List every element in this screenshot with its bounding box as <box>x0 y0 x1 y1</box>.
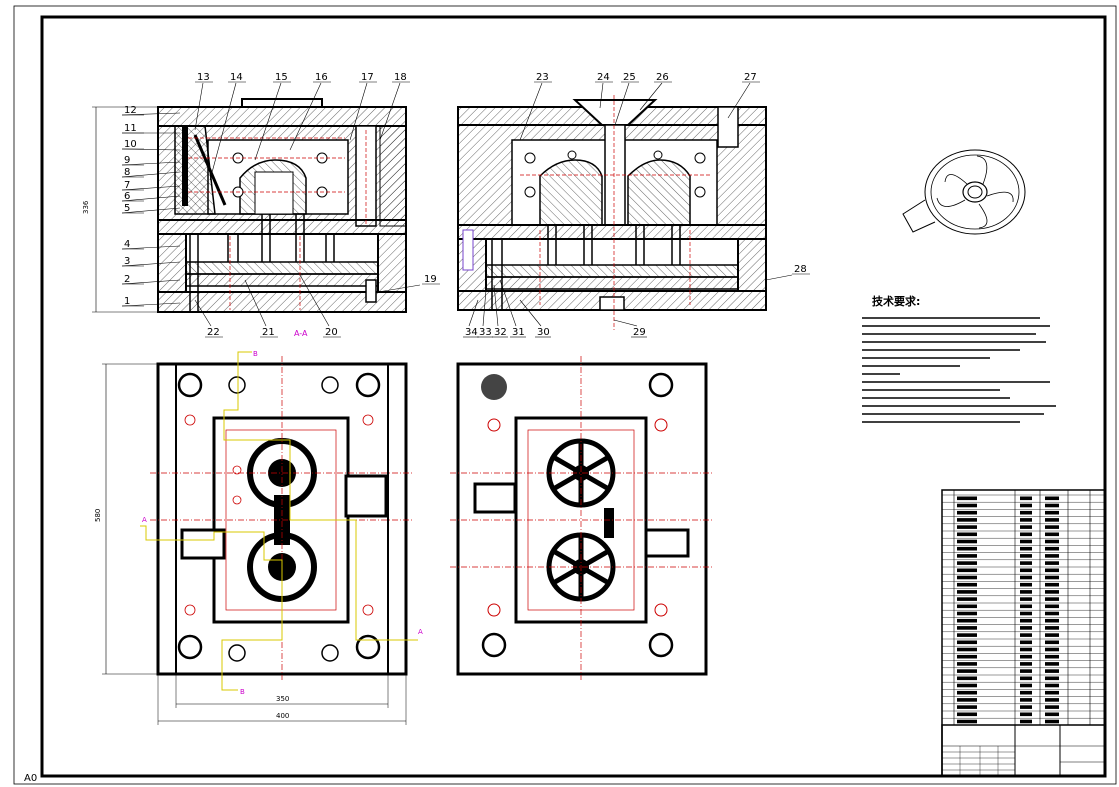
dim-inner-width: 350 <box>276 695 289 703</box>
requirements-title: 技术要求: <box>872 294 920 308</box>
part-label: 33 <box>479 327 492 338</box>
part-label: 24 <box>597 72 610 83</box>
part-label: 30 <box>537 327 550 338</box>
part-label: 27 <box>744 72 757 83</box>
part-label: 15 <box>275 72 288 83</box>
part-label: 3 <box>124 256 130 267</box>
part-label: 22 <box>207 327 220 338</box>
part-isometric <box>902 149 1026 235</box>
part-label: 11 <box>124 123 137 134</box>
part-label: 14 <box>230 72 243 83</box>
section-mark-aa: A-A <box>294 329 308 338</box>
outer-frame <box>13 5 1117 785</box>
title-block <box>941 489 1106 777</box>
part-label: 16 <box>315 72 328 83</box>
section-mark-a-left: A <box>142 516 147 524</box>
section-mark-b-top: B <box>253 350 258 358</box>
dim-plate-height: 580 <box>94 509 102 522</box>
part-label: 6 <box>124 191 130 202</box>
part-label: 10 <box>124 139 137 150</box>
part-label: 7 <box>124 180 130 191</box>
part-label: 12 <box>124 105 137 116</box>
part-label: 25 <box>623 72 636 83</box>
part-label: 26 <box>656 72 669 83</box>
part-label: 18 <box>394 72 407 83</box>
part-label: 20 <box>325 327 338 338</box>
gate-icon <box>481 374 507 400</box>
part-label: 8 <box>124 167 130 178</box>
part-label: 21 <box>262 327 275 338</box>
dim-outer-width: 400 <box>276 712 289 720</box>
section-view-right <box>457 95 767 330</box>
part-label: 1 <box>124 296 130 307</box>
part-label: 13 <box>197 72 210 83</box>
part-label: 28 <box>794 264 807 275</box>
part-label: 4 <box>124 239 130 250</box>
part-label: 19 <box>424 274 437 285</box>
part-label: 23 <box>536 72 549 83</box>
dim-height: 336 <box>82 200 90 214</box>
part-label: 32 <box>494 327 507 338</box>
part-label: 17 <box>361 72 374 83</box>
part-label: 34 <box>465 327 478 338</box>
section-mark-b-bottom: B <box>240 688 245 696</box>
plan-view-left: 580 350 400 A A B B <box>94 350 423 725</box>
part-label: 2 <box>124 274 130 285</box>
sheet-size-label: A0 <box>24 773 37 784</box>
part-label: 29 <box>633 327 646 338</box>
plan-view-right <box>450 356 712 680</box>
part-label: 9 <box>124 155 130 166</box>
section-mark-a-right: A <box>418 628 423 636</box>
part-label: 31 <box>512 327 525 338</box>
technical-requirements: 技术要求: <box>862 294 1056 423</box>
inner-frame <box>40 15 1107 778</box>
section-view-left: 336 <box>82 98 407 313</box>
impeller-top <box>546 438 616 508</box>
part-label: 5 <box>124 203 130 214</box>
